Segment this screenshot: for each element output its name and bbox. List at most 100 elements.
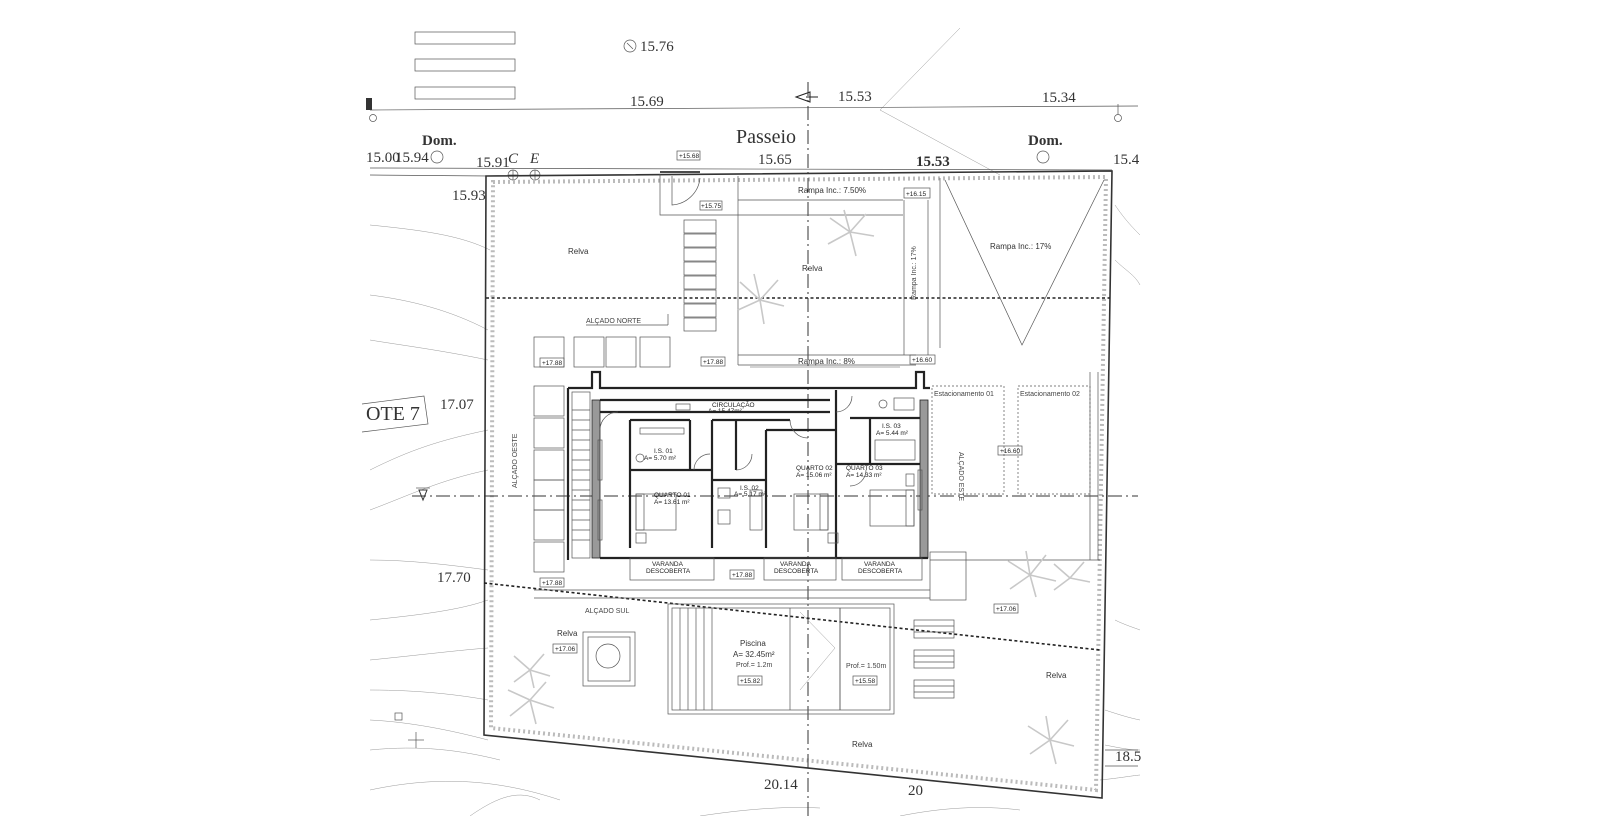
lounger-icon	[913, 649, 955, 669]
elevation-label: 15.53	[838, 89, 872, 105]
elevation-label: 20.14	[764, 777, 798, 793]
pool-steps	[679, 608, 713, 710]
lot-side-labels: OTE 7 17.07 17.70 20.14 20 18.5	[361, 395, 1141, 799]
balcony-name: VARANDA	[652, 561, 684, 568]
alcado-sul-label: ALÇADO SUL	[585, 608, 629, 615]
palm-tree-icon	[827, 209, 875, 257]
parking-space-02	[1017, 385, 1091, 495]
jacuzzi-icon	[595, 643, 621, 669]
alcado-norte-label: ALÇADO NORTE	[586, 318, 641, 325]
level-tag: +17.06	[996, 606, 1016, 613]
elevation-label: 15.93	[452, 188, 486, 204]
marker-letter: C	[508, 151, 519, 167]
crosswalk-stripe	[414, 31, 516, 45]
palm-tree-icon	[1027, 715, 1075, 765]
room-area: A= 14.33 m²	[846, 472, 882, 479]
room-name: QUARTO 02	[796, 465, 833, 472]
dom-marker-icon	[1036, 150, 1050, 164]
balcony-name: VARANDA	[864, 561, 896, 568]
exterior-stair	[683, 219, 717, 332]
elevation-label: 15.00	[366, 150, 400, 166]
valve-icon	[394, 712, 403, 721]
elevation-label: 17.07	[440, 397, 474, 413]
lounger-icon	[913, 679, 955, 699]
street-name: Passeio	[736, 126, 796, 148]
level-tag: +16.60	[1000, 448, 1020, 455]
elevation-label: 17.70	[437, 570, 471, 586]
street-sign-icon	[366, 98, 372, 110]
lounger-icon	[913, 619, 955, 639]
room-area: A= 13.61 m²	[654, 499, 690, 506]
room-name: I.S. 01	[654, 448, 673, 455]
elevation-label: 15.65	[758, 152, 792, 168]
level-tag: +17.88	[732, 572, 752, 579]
ramp-label: Rampa Inc.: 17%	[990, 242, 1051, 251]
parking-label: Estacionamento 01	[934, 391, 994, 398]
west-terrace-grid: +17.88 +17.88	[533, 336, 930, 599]
elevation-label: 15.34	[1042, 90, 1076, 106]
level-tag: +16.15	[906, 191, 926, 198]
lot-label: OTE 7	[366, 403, 420, 425]
palm-tree-icon	[507, 681, 555, 725]
ramp-label: Rampa Inc.: 17%	[911, 246, 918, 300]
pool-area-label: A= 32.45m²	[733, 650, 775, 659]
room-name: QUARTO 01	[654, 492, 691, 499]
room-area: A= 5.17 m²	[734, 491, 767, 498]
elevation-label: 15.69	[630, 94, 664, 110]
balcony-sub: DESCOBERTA	[858, 568, 903, 575]
room-name: I.S. 02	[740, 485, 759, 492]
relva-label: Relva	[802, 264, 823, 273]
jacuzzi: +17.06	[552, 631, 636, 687]
room-name: QUARTO 03	[846, 465, 883, 472]
dom-label: Dom.	[1028, 133, 1063, 149]
balcony	[629, 557, 715, 581]
house-floor-plan: CIRCULAÇÃO A= 15.47m²	[566, 370, 930, 581]
relva-label: Relva	[557, 629, 578, 638]
pool-area: Piscina A= 32.45m² Prof.= 1.2m Prof.= 1.…	[667, 603, 895, 715]
balcony-sub: DESCOBERTA	[646, 568, 691, 575]
room-area: A= 15.47m²	[708, 408, 743, 415]
vegetation	[507, 209, 1091, 765]
bed-icon	[793, 493, 829, 531]
palm-tree-icon	[1053, 561, 1091, 591]
elevation-label: 15.76	[640, 39, 674, 55]
level-tag: +15.82	[740, 678, 760, 685]
parking-label: Estacionamento 02	[1020, 391, 1080, 398]
dom-marker-icon	[430, 150, 444, 164]
lot-boundary	[483, 170, 1113, 799]
crosswalk-stripe	[414, 58, 516, 72]
survey-point-icon	[623, 39, 637, 53]
pool-depth: Prof.= 1.2m	[736, 662, 773, 669]
elevation-names: ALÇADO NORTE ALÇADO OESTE ALÇADO SUL ALÇ…	[512, 314, 964, 615]
level-tag: +15.68	[679, 153, 699, 160]
balcony-sub: DESCOBERTA	[774, 568, 819, 575]
room-name: CIRCULAÇÃO	[712, 400, 755, 409]
palm-tree-icon	[513, 653, 551, 689]
room-area: A= 5.44 m²	[876, 430, 909, 437]
parking-area: Estacionamento 01 Estacionamento 02 +16.…	[929, 372, 1100, 601]
room-area: A= 15.06 m²	[796, 472, 832, 479]
bed-icon	[869, 489, 915, 527]
room-area: A= 5.70 m²	[644, 455, 677, 462]
elevation-label: 20	[908, 783, 923, 799]
level-tag: +17.88	[542, 360, 562, 367]
entrance-area: +15.75 Rampa Inc.: 7.50% +16.15 Rampa In…	[659, 174, 1105, 368]
relva-label: Relva	[568, 247, 589, 256]
elevation-label: 18.5	[1115, 749, 1141, 765]
interior-stair	[571, 391, 591, 559]
street-area: 15.76 15.69 15.53 15.34 Passeio Dom. Dom…	[366, 31, 1140, 204]
level-tag: +17.88	[542, 580, 562, 587]
room-name: I.S. 03	[882, 423, 901, 430]
relva-label: Relva	[1046, 671, 1067, 680]
level-tag: +17.88	[703, 359, 723, 366]
balcony	[841, 557, 923, 581]
level-mark-icon	[418, 489, 428, 502]
level-tag: +15.58	[855, 678, 875, 685]
sun-loungers: +17.06	[913, 603, 1019, 699]
balcony-name: VARANDA	[780, 561, 812, 568]
marker-letter: E	[529, 151, 539, 167]
elevation-label: 15.91	[476, 155, 510, 171]
level-tag: +16.60	[912, 357, 932, 364]
pool-depth: Prof.= 1.50m	[846, 663, 886, 670]
